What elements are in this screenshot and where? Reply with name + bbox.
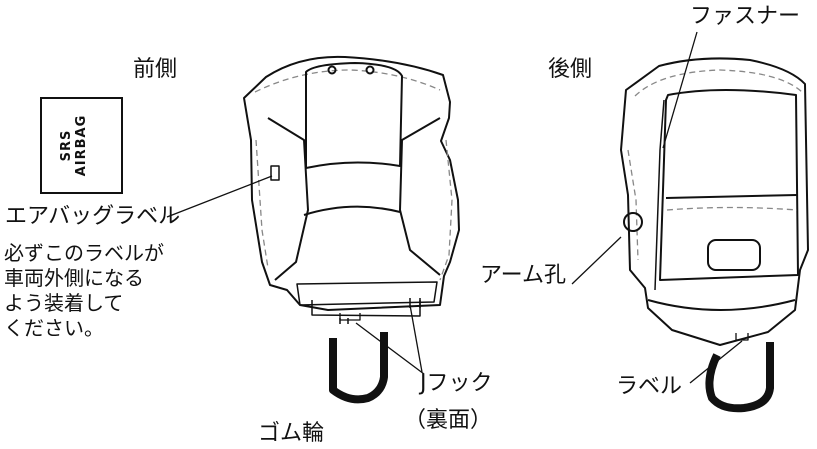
airbag-text: AIRBAG [74,114,89,177]
front-seat-outline [243,55,460,311]
label-rubber-ring: ゴム輪 [258,421,325,446]
label-front: 前側 [133,57,178,82]
label-rear: 後側 [548,57,593,82]
front-seatback [243,55,460,404]
srs-airbag-tag-text: SRS AIRBAG [54,100,94,191]
rear-seatback [620,57,809,413]
rear-seat-outline [620,57,809,346]
label-airbag: エアバッグラベル [5,204,181,229]
airbag-note-line-4: ください。 [4,316,104,340]
srs-text: SRS [59,129,74,162]
rear-fastener-seam [654,99,665,291]
label-label: ラベル [616,374,683,399]
airbag-note-line-2: 車両外側になる [4,266,144,290]
rear-arm-hole [623,212,643,232]
leader-lines [166,31,743,384]
label-j-hook: Jフック [420,371,493,396]
srs-airbag-tag [40,97,123,194]
airbag-note-line-1: 必ずこのラベルが [4,241,164,265]
rear-pocket [707,239,761,271]
front-rubber-ring [329,332,388,404]
label-j-hook-note: （裏面） [404,408,493,433]
front-airbag-label-mark [270,165,280,181]
rear-rubber-ring [705,342,774,413]
label-fastener: ファスナー [690,4,801,29]
label-arm-hole: アーム孔 [480,263,567,288]
airbag-note-line-3: よう装着して [4,291,124,315]
